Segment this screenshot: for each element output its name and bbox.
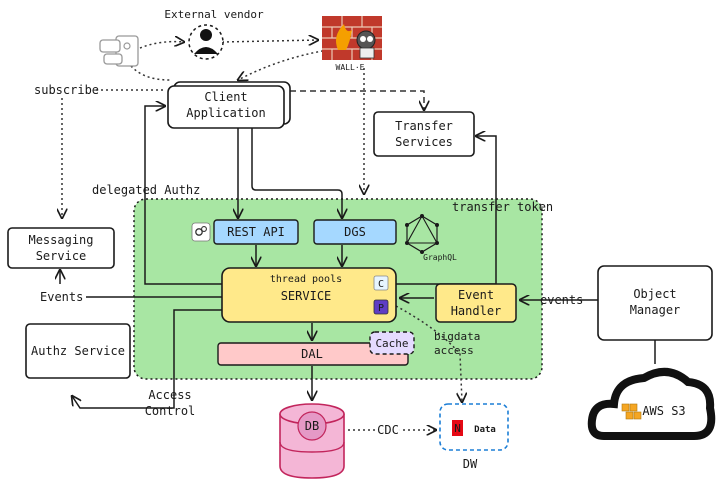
arrow-chat-to-vendor	[139, 42, 184, 49]
arrow-service-to-client	[144, 106, 222, 285]
event-handler-line2: Handler	[451, 304, 502, 318]
object-manager-line2: Manager	[630, 303, 681, 317]
spring-gears-icon	[191, 222, 211, 242]
access-control-line2: Control	[145, 404, 196, 418]
data-label: Data	[474, 425, 496, 435]
dw-label: DW	[463, 457, 478, 471]
object-manager-line1: Object	[633, 287, 676, 301]
badge-c-label: C	[378, 279, 384, 290]
authz-service-node: Authz Service	[25, 323, 131, 379]
client-app-line2: Application	[186, 106, 265, 120]
cache-label: Cache	[375, 337, 408, 350]
bigdata-line1: bigdata	[434, 330, 480, 343]
delegated-authz-label: delegated Authz	[92, 183, 200, 197]
transfer-token-label: transfer token	[452, 200, 553, 214]
arrow-walle-to-client	[238, 49, 329, 80]
bigdata-line2: access	[434, 344, 474, 357]
badge-c-icon: C	[373, 275, 389, 291]
dal-label: DAL	[301, 347, 323, 361]
messaging-line2: Service	[36, 249, 87, 263]
transfer-services-node: Transfer Services	[373, 111, 475, 157]
arrow-vendor-to-walle	[221, 40, 318, 42]
transfer-line1: Transfer	[395, 119, 453, 133]
arrow-chat-to-client	[127, 61, 171, 81]
aws-s3-cloud-node: AWS S3	[587, 368, 716, 440]
db-node: DB	[279, 403, 345, 479]
messaging-service-node: Messaging Service	[7, 227, 115, 269]
aws-cubes-icon	[621, 403, 642, 420]
authz-service-label: Authz Service	[31, 344, 125, 358]
badge-p-icon: P	[373, 299, 389, 315]
dal-node: DAL	[217, 342, 409, 366]
event-handler-node: Event Handler	[435, 283, 517, 323]
firewall-walle-icon	[322, 16, 382, 60]
messaging-line1: Messaging	[28, 233, 93, 247]
chat-phone-icon	[99, 35, 139, 67]
arrow-client-to-transfer	[290, 90, 424, 110]
graphql-icon	[405, 214, 439, 254]
external-vendor-label: External vendor	[164, 8, 264, 21]
db-label: DB	[305, 419, 319, 433]
cache-node: Cache	[369, 331, 415, 355]
events-left-label: Events	[40, 290, 83, 304]
dgs-label: DGS	[344, 225, 366, 239]
arrow-service-to-authz	[72, 309, 222, 409]
client-app-line1: Client	[204, 90, 247, 104]
access-control-line1: Access	[148, 388, 191, 402]
service-node: thread pools SERVICE	[221, 267, 397, 323]
subscribe-label: subscribe	[34, 83, 99, 97]
netflix-logo-icon: N	[452, 420, 463, 436]
graphql-label: GraphQL	[423, 253, 457, 262]
aws-s3-label: AWS S3	[642, 404, 685, 418]
walle-label: WALL·E	[336, 63, 365, 72]
person-icon	[188, 24, 224, 60]
event-handler-line1: Event	[458, 288, 494, 302]
object-manager-node: Object Manager	[597, 265, 713, 341]
arrow-client-to-dgs	[251, 122, 342, 218]
cdc-label: CDC	[377, 423, 399, 437]
thread-pools-label: thread pools	[270, 274, 342, 285]
rest-api-node: REST API	[213, 219, 299, 245]
events-right-label: events	[540, 293, 583, 307]
dgs-node: DGS	[313, 219, 397, 245]
service-label: SERVICE	[281, 289, 332, 303]
dw-node: N Data	[439, 403, 509, 451]
client-application-node: Client Application	[167, 81, 291, 129]
rest-api-label: REST API	[227, 225, 285, 239]
badge-p-label: P	[378, 303, 384, 314]
arrow-bigdata-access	[395, 305, 462, 402]
transfer-line2: Services	[395, 135, 453, 149]
netflix-n-label: N	[454, 422, 461, 435]
